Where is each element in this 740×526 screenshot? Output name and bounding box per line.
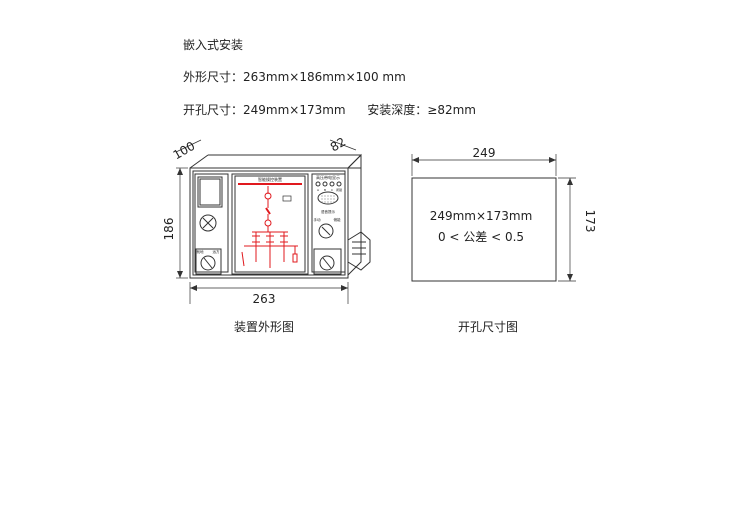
indicator-label-b: B	[324, 188, 326, 192]
outer-size-text: 外形尺寸：263mm×186mm×100 mm	[183, 70, 406, 84]
dim-side-label: 82	[328, 135, 348, 155]
install-type-text: 嵌入式安装	[183, 38, 244, 52]
device-caption: 装置外形图	[234, 320, 295, 334]
indicator-label-lock: 闭锁	[336, 187, 342, 192]
cutout-dim-width-label: 249	[473, 146, 496, 160]
cutout-mount-line: 开孔尺寸：249mm×173mm 安装深度：≥82mm	[183, 101, 476, 118]
mount-depth-text: 安装深度：≥82mm	[367, 103, 476, 117]
cutout-size-label: 249mm×173mm	[430, 209, 533, 223]
panel-title-label: 智能操控装置	[258, 176, 282, 182]
dim-width-label: 263	[253, 292, 276, 306]
cutout-tolerance-label: 0 < 公差 < 0.5	[438, 230, 524, 244]
switch-label-charge: 储能	[334, 217, 342, 222]
knob-label-local: 就地	[197, 249, 204, 254]
knob-label-remote: 远方	[213, 249, 220, 254]
cutout-caption: 开孔尺寸图	[458, 320, 519, 334]
cutout-dim-height-label: 173	[583, 210, 597, 233]
indicator-label-c: C	[331, 188, 333, 192]
dim-height-label: 186	[162, 218, 176, 241]
switch-label-manual: 手动	[314, 217, 322, 222]
indicator-title-label: 高压带电显示	[316, 174, 340, 180]
speaker-label: 语音提示	[321, 209, 335, 214]
dim-depth-label: 100	[171, 139, 198, 163]
indicator-label-a: A	[317, 188, 320, 192]
cutout-size-text: 开孔尺寸：249mm×173mm	[183, 103, 346, 117]
